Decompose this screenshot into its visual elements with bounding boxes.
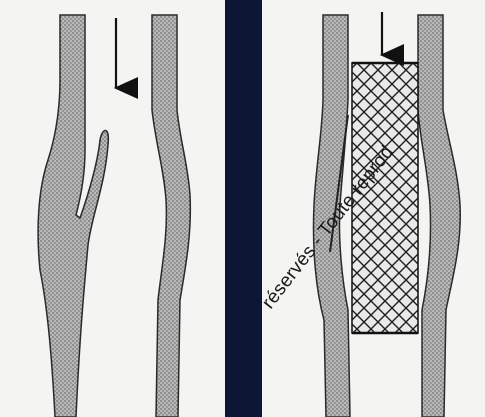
left-panel [0,0,225,417]
panel-divider [225,0,262,417]
